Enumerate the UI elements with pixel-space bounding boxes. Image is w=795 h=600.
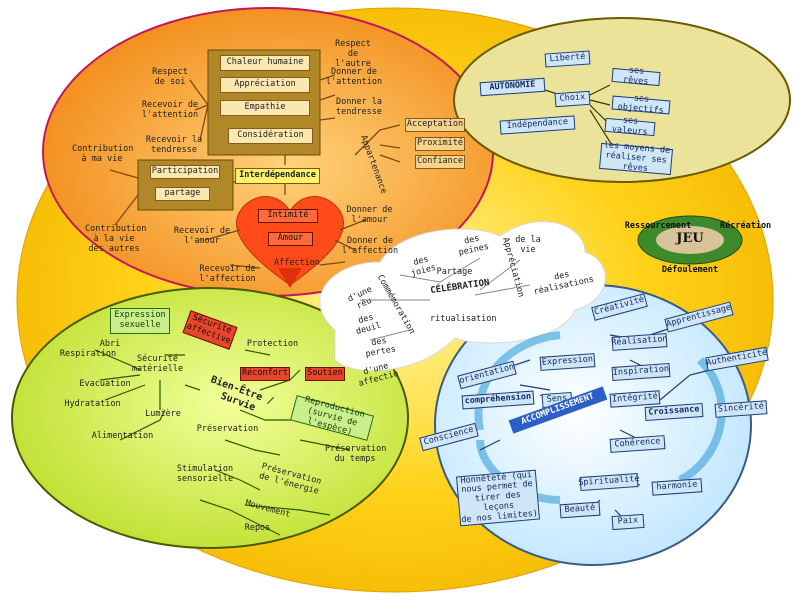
donner-affection-label: Donner de l'affection <box>341 236 399 256</box>
interdependance-box: Interdépendance <box>235 168 320 184</box>
contribution-vie-label: Contribution à ma vie <box>72 144 134 164</box>
recevoir-tendresse-label: Recevoir la tendresse <box>145 135 203 155</box>
repos-label: Repos <box>244 523 271 533</box>
respect-soi-label: Respect de soi <box>152 67 188 87</box>
de-la-vie-label: de la vie <box>515 235 541 255</box>
hydratation-label: Hydratation <box>64 399 121 409</box>
valeurs-box: ses valeurs <box>604 116 656 138</box>
proximite-box: Proximité <box>415 137 465 151</box>
participation-box: Participation <box>150 165 220 179</box>
alimentation-label: Alimentation <box>91 431 154 441</box>
recevoir-attention-label: Recevoir de l'attention <box>141 100 199 120</box>
jeu-label: JEU <box>676 231 704 246</box>
acceptation-box: Acceptation <box>405 118 465 132</box>
ressourcement-label: Ressourcement <box>624 221 692 231</box>
consideration-box: Considération <box>228 128 313 144</box>
stimulation-label: Stimulation sensorielle <box>176 464 234 484</box>
expression-sexuelle-box: Expression sexuelle <box>110 308 170 334</box>
partage-cel-label: Partage <box>436 267 473 277</box>
appreciation-box: Appréciation <box>220 77 310 93</box>
honnetete-box: Honnêteté (qui nous permet de tirer des … <box>455 470 541 527</box>
green-ellipse <box>11 287 409 549</box>
preservation-temps-label: Préservation du temps <box>325 444 387 464</box>
evacuation-label: Evacuation <box>79 379 131 389</box>
choix-box: Choix <box>554 90 591 108</box>
chaleur-humaine-box: Chaleur humaine <box>220 55 310 71</box>
empathie-box: Empathie <box>220 100 310 116</box>
celebration-cloud <box>319 221 606 372</box>
reconfort-box: Réconfort <box>240 367 290 381</box>
recevoir-affection-label: Recevoir de l'affection <box>199 264 256 284</box>
beaute-box: Beauté <box>559 501 601 519</box>
recreation-label: Récréation <box>720 221 772 231</box>
reves-box: ses rêves <box>611 66 661 87</box>
affection-label: Affection <box>273 258 321 268</box>
protection-label: Protection <box>246 339 299 349</box>
contribution-autres-label: Contribution à la vie des autres <box>85 224 147 254</box>
soutien-box: Soutien <box>305 367 345 381</box>
defoulement-label: Défoulement <box>661 265 719 275</box>
donner-amour-label: Donner de l'amour <box>346 205 393 225</box>
abri-label: Abri <box>99 339 121 349</box>
preservation-label: Préservation <box>196 424 259 434</box>
ritualisation-label: ritualisation <box>430 314 497 324</box>
lumiere-label: Lumière <box>145 409 181 419</box>
confiance-box: Confiance <box>415 155 465 169</box>
paix-box: Paix <box>611 513 645 531</box>
amour-box: Amour <box>268 232 313 246</box>
respiration-label: Respiration <box>59 349 117 359</box>
objectifs-box: ses objectifs <box>611 94 671 116</box>
securite-materielle-label: Sécurité matérielle <box>131 354 184 374</box>
partage-box: partage <box>155 187 210 201</box>
recevoir-amour-label: Recevoir de l'amour <box>173 226 231 246</box>
moyens-box: les moyens de réaliser ses rêves <box>599 141 673 176</box>
intimite-box: Intimité <box>258 209 318 223</box>
respect-autre-label: Respect de l'autre <box>335 39 371 69</box>
donner-attention-label: Donner de l'attention <box>325 67 383 87</box>
donner-tendresse-label: Donner la tendresse <box>335 97 383 117</box>
